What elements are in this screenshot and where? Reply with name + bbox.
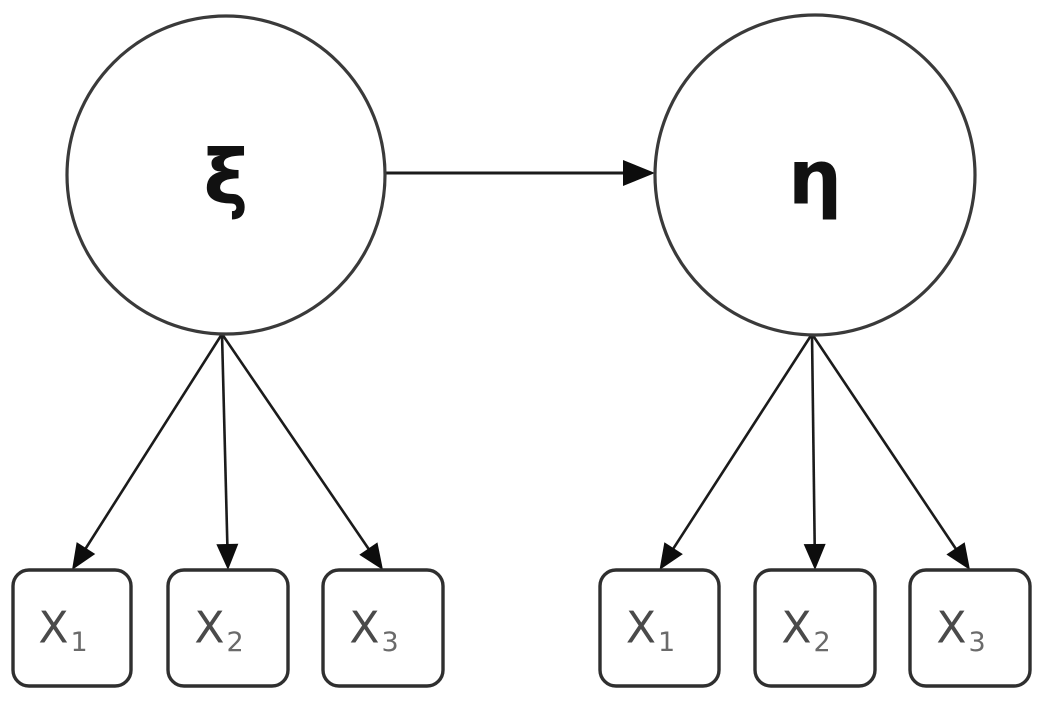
indicator-node-xi-x2[interactable]: X2	[166, 568, 290, 688]
indicator-box-eta-x3[interactable]	[908, 568, 1032, 688]
indicator-node-xi-x3[interactable]: X3	[321, 568, 445, 688]
arrowhead-xi-x2	[216, 543, 239, 570]
measurement-path-eta-x2	[810, 333, 817, 549]
measurement-path-xi-x1	[82, 333, 224, 553]
indicator-subscript-eta-x2: 2	[813, 627, 830, 658]
indicator-label-xi-x2: X2	[194, 603, 243, 658]
measurement-path-xi-x3	[220, 333, 373, 554]
arrowhead-eta-x2	[803, 543, 826, 570]
indicator-subscript-xi-x1: 1	[70, 627, 87, 658]
indicator-box-xi-x2[interactable]	[166, 568, 290, 688]
indicator-variable-group: X1 X2 X3 X1 X2 X3	[11, 568, 1032, 688]
measurement-path-group	[72, 333, 970, 570]
indicator-box-xi-x3[interactable]	[321, 568, 445, 688]
latent-circle-eta[interactable]	[653, 13, 977, 337]
arrowhead-xi-x1	[72, 542, 96, 570]
indicator-node-eta-x3[interactable]: X3	[908, 568, 1032, 688]
indicator-subscript-eta-x1: 1	[658, 627, 675, 658]
indicator-subscript-xi-x2: 2	[226, 627, 243, 658]
indicator-node-eta-x2[interactable]: X2	[753, 568, 877, 688]
latent-node-eta[interactable]: η	[653, 13, 977, 337]
latent-label-xi: ξ	[204, 133, 249, 222]
indicator-subscript-xi-x3: 3	[381, 627, 398, 658]
arrowhead-structural-path	[623, 160, 655, 186]
indicator-subscript-eta-x3: 3	[968, 627, 985, 658]
measurement-path-eta-x1	[669, 333, 814, 553]
measurement-path-xi-x2	[220, 333, 229, 549]
indicator-node-eta-x1[interactable]: X1	[598, 568, 721, 688]
indicator-node-xi-x1[interactable]: X1	[11, 568, 133, 688]
indicator-box-eta-x2[interactable]	[753, 568, 877, 688]
latent-node-xi[interactable]: ξ	[65, 14, 387, 336]
indicator-box-xi-x1[interactable]	[11, 568, 133, 688]
arrowhead-eta-x3	[946, 542, 970, 570]
indicator-box-eta-x1[interactable]	[598, 568, 721, 688]
arrowhead-xi-x3	[359, 542, 383, 570]
indicator-label-eta-x1: X1	[626, 603, 675, 658]
measurement-path-eta-x3	[810, 333, 960, 554]
latent-label-eta: η	[788, 133, 842, 222]
structural-path-xi-to-eta	[385, 160, 655, 186]
latent-circle-xi[interactable]	[65, 14, 387, 336]
arrowhead-eta-x1	[659, 542, 683, 570]
